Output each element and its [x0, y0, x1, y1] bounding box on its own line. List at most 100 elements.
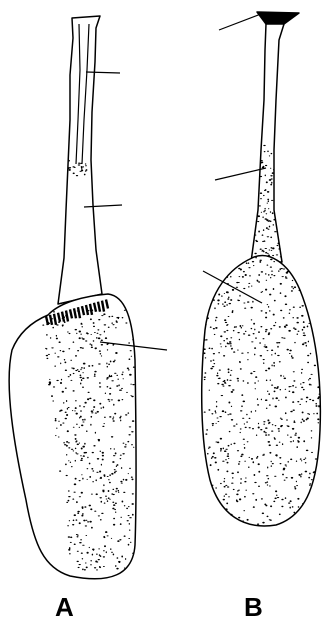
stipple-dot: [308, 477, 310, 479]
stipple-dot: [238, 463, 240, 465]
stipple-dot: [99, 350, 101, 351]
stipple-dot: [274, 391, 276, 393]
stipple-dot: [113, 404, 114, 406]
stipple-dot: [94, 374, 96, 376]
stipple-dot: [47, 319, 48, 320]
stipple-dot: [265, 289, 267, 291]
stipple-dot: [247, 382, 249, 384]
stipple-dot: [116, 321, 118, 322]
stipple-dot: [82, 446, 85, 448]
stipple-dot: [298, 437, 300, 439]
stipple-dot: [311, 452, 313, 453]
stipple-dot: [80, 459, 83, 461]
stipple-dot: [294, 328, 296, 330]
stipple-dot: [237, 332, 239, 333]
stipple-dot: [92, 309, 93, 311]
stipple-dot: [299, 404, 301, 405]
stipple-dot: [279, 457, 281, 459]
stipple-dot: [84, 367, 85, 369]
stipple-dot: [283, 317, 285, 319]
stipple-dot: [303, 326, 305, 328]
stipple-dot: [226, 304, 228, 305]
stipple-dot: [97, 458, 100, 460]
stipple-dot: [105, 496, 107, 497]
stipple-dot: [277, 243, 279, 245]
stipple-dot: [77, 443, 79, 445]
stipple-dot: [268, 208, 269, 209]
specimen-a: [9, 16, 167, 579]
stipple-dot: [87, 457, 88, 458]
stipple-dot: [274, 498, 276, 500]
stipple-dot: [254, 329, 255, 331]
stipple-dot: [282, 276, 284, 277]
stipple-dot: [309, 378, 311, 379]
stipple-dot: [272, 172, 274, 174]
stipple-dot: [82, 377, 84, 379]
stipple-dot: [128, 515, 130, 516]
stipple-dot: [312, 400, 314, 401]
stipple-dot: [99, 403, 101, 405]
stipple-dot: [211, 348, 213, 350]
stipple-dot: [69, 553, 70, 555]
stipple-dot: [109, 316, 111, 318]
stipple-dot: [231, 348, 233, 350]
stipple-dot: [211, 413, 213, 414]
stipple-dot: [303, 321, 305, 323]
stipple-dot: [79, 480, 81, 481]
stipple-dot: [298, 474, 300, 476]
stipple-dot: [110, 360, 112, 362]
stipple-dot: [272, 424, 273, 425]
stipple-dot: [82, 569, 84, 571]
stipple-dot: [291, 477, 293, 479]
stipple-dot: [117, 379, 119, 380]
stipple-dot: [265, 175, 266, 177]
stipple-dot: [263, 424, 265, 425]
stipple-dot: [240, 368, 242, 369]
stipple-dot: [256, 241, 258, 242]
stipple-dot: [280, 463, 282, 464]
stipple-dot: [254, 235, 256, 236]
stipple-dot: [267, 467, 268, 469]
stipple-dot: [62, 318, 63, 319]
stipple-dot: [66, 475, 68, 476]
stipple-dot: [258, 274, 260, 276]
stipple-dot: [267, 203, 268, 204]
stipple-dot: [225, 322, 227, 323]
stipple-dot: [265, 432, 267, 433]
stipple-dot: [268, 306, 269, 308]
stipple-dot: [80, 539, 82, 540]
stipple-dot: [69, 520, 70, 521]
stipple-dot: [271, 354, 272, 355]
stipple-dot: [227, 455, 230, 457]
stipple-dot: [118, 490, 120, 492]
stipple-dot: [65, 370, 67, 372]
stipple-dot: [260, 429, 262, 430]
stipple-dot: [288, 502, 290, 503]
stipple-dot: [269, 422, 271, 424]
stipple-dot: [260, 176, 262, 177]
stipple-dot: [223, 499, 225, 501]
stipple-dot: [278, 248, 280, 249]
stipple-dot: [257, 221, 259, 222]
stipple-dot: [258, 423, 259, 425]
stipple-dot: [103, 550, 105, 551]
stipple-dot: [88, 392, 90, 393]
stipple-dot: [254, 382, 256, 384]
stipple-dot: [235, 326, 237, 327]
stipple-dot: [79, 496, 81, 497]
stipple-dot: [277, 346, 279, 348]
stipple-dot: [83, 406, 85, 407]
stipple-dot: [66, 454, 67, 456]
stipple-dot: [76, 536, 78, 537]
stipple-dot: [110, 448, 111, 449]
stipple-dot: [123, 378, 124, 379]
stipple-dot: [81, 337, 82, 338]
stipple-dot: [265, 427, 268, 429]
stipple-dot: [81, 379, 82, 381]
stipple-dot: [297, 334, 298, 335]
stipple-dot: [226, 330, 228, 331]
stipple-dot: [67, 525, 69, 526]
stipple-dot: [218, 303, 220, 304]
stipple-dot: [66, 502, 68, 503]
stipple-dot: [302, 503, 304, 504]
